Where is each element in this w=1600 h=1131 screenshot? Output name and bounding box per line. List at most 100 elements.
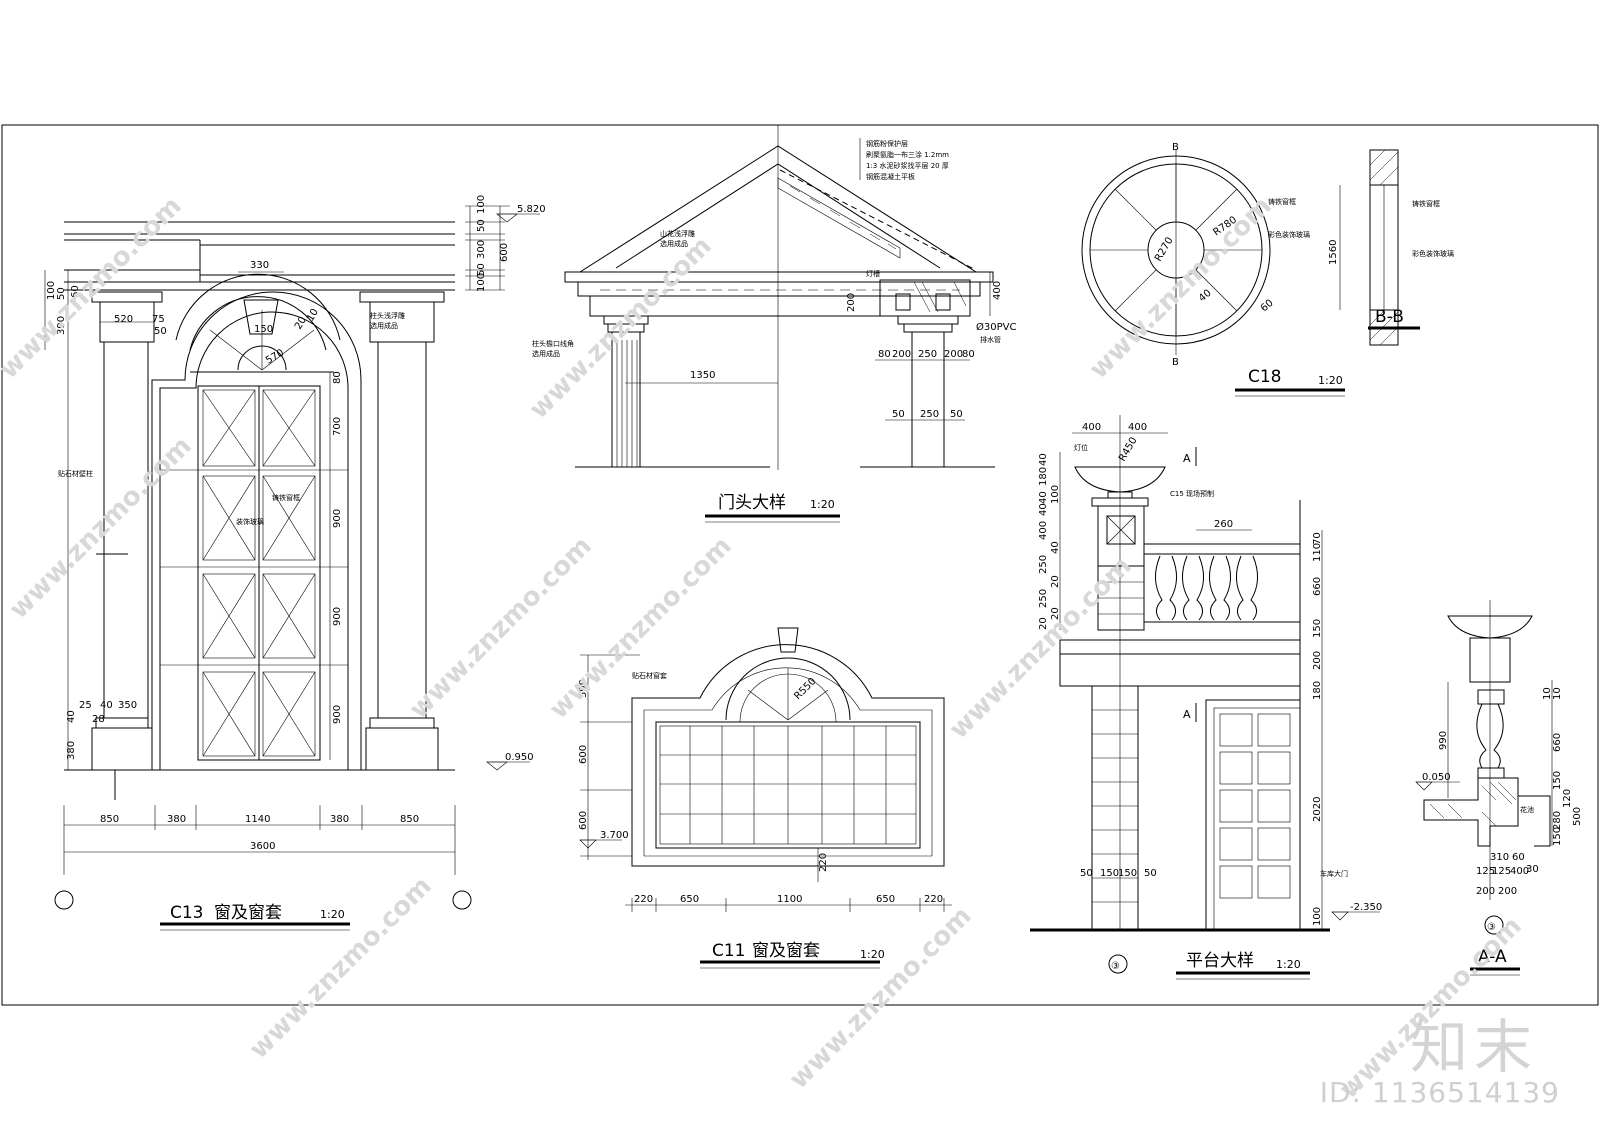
c13-right-dim-5: 100 (476, 273, 487, 292)
c13-col-dim-2: 75 (152, 314, 165, 325)
doorhead-note-5: 山花浅浮雕 (660, 229, 695, 238)
aa-elevation: 0.050 (1422, 772, 1451, 783)
platform-left-dim-2: 180 (1038, 467, 1049, 486)
c13-note-5: 装饰玻璃 (236, 517, 264, 526)
c13-left-dim-4: 390 (56, 316, 67, 335)
c18-inner-radius: R270 (1153, 235, 1176, 263)
c11-bottom-dim-2: 650 (680, 894, 699, 905)
doorhead-note-6: 选用成品 (660, 239, 688, 248)
c13-elevation-top: 5.820 (517, 204, 546, 215)
c18-note-1: 铸铁窗框 (1268, 197, 1296, 206)
doorhead-dim-5: 200 (892, 349, 911, 360)
watermark-brand: 知末 (1409, 1013, 1538, 1081)
watermark-text: www.znzmo.com (4, 431, 198, 625)
aa-bottom-dim-6: 400 (1510, 866, 1529, 877)
platform-note-1: 灯位 (1074, 443, 1088, 452)
aa-bottom-dim-8: 200 (1498, 886, 1517, 897)
aa-bottom-dim-4: 125 (1476, 866, 1495, 877)
c11-left-dim-3: 600 (578, 811, 589, 830)
c18-title: C18 (1248, 367, 1282, 387)
platform-right-dim-1: 70 (1312, 532, 1323, 545)
doorhead-note-7: 灯槽 (866, 269, 880, 278)
doorhead-note-2: 刷聚氨脂一布三涂 1.2mm (866, 150, 949, 159)
platform-radius: R450 (1117, 435, 1140, 463)
c13-bottom-dim-5: 850 (400, 814, 419, 825)
doorhead-dim-9: 50 (892, 409, 905, 420)
platform-left-dim-12: 20 (1038, 617, 1049, 630)
platform-left-dim-4: 100 (1050, 485, 1061, 504)
drawing-frame (1, 124, 1599, 1006)
platform-note-3: 车库大门 (1320, 869, 1348, 878)
platform-left-dim-1: 40 (1038, 453, 1049, 466)
aa-right-dim-6: 280 (1552, 811, 1563, 830)
c11-bottom-dim-4: 650 (876, 894, 895, 905)
doorhead-title: 门头大样 (718, 493, 786, 513)
watermark-text: www.znzmo.com (1084, 191, 1278, 385)
watermark-id: ID: 1136514139 (1319, 1076, 1560, 1109)
aa-right-dim-8: 150 (1552, 827, 1563, 846)
aa-title: A-A (1478, 947, 1507, 967)
c13-right-dim-3: 300 (476, 240, 487, 259)
doorhead-dim-6: 250 (918, 349, 937, 360)
c13-base-dim-2: 40 (100, 700, 113, 711)
c13-keystone-width: 330 (250, 260, 269, 271)
doorhead-dim-10: 250 (920, 409, 939, 420)
platform-drawing: A A 400 400 R450 灯位 C15 现场预制 车库大门 260 40… (1030, 415, 1382, 980)
c13-arch-dim-2: 570 (264, 348, 286, 367)
platform-right-dim-6: 180 (1312, 681, 1323, 700)
doorhead-dim-11: 50 (950, 409, 963, 420)
c13-right-dim-2: 50 (476, 219, 487, 232)
aa-bottom-dim-3: 30 (1526, 864, 1539, 875)
platform-left-dim-11: 20 (1050, 607, 1061, 620)
c13-window-dim-1: 80 (332, 371, 343, 384)
c13-scale: 1:20 (320, 908, 345, 921)
c13-col-dim-3: 50 (154, 326, 167, 337)
c11-left-dim-2: 600 (578, 745, 589, 764)
c13-note-3: 贴石材壁柱 (58, 469, 93, 478)
doorhead-note-4: 钢筋混凝土平板 (866, 172, 915, 181)
platform-left-dim-6: 400 (1038, 521, 1049, 540)
platform-bottom-dim-1: 50 (1080, 868, 1093, 879)
c13-left-dim-5: 40 (66, 710, 77, 723)
aa-section-drawing: 花池 0.050 990 10 10 660 150 120 280 500 1… (1415, 600, 1583, 976)
c18-section-mark-bottom: B (1172, 357, 1179, 368)
aa-right-dim-4: 150 (1552, 771, 1563, 790)
c11-bottom-dim-5: 220 (924, 894, 943, 905)
aa-right-dim-3: 660 (1552, 733, 1563, 752)
c13-bottom-dim-4: 380 (330, 814, 349, 825)
platform-section-mark-top: A (1183, 452, 1191, 465)
c13-window-drawing: 100 50 300 50 100 600 5.820 0.950 100 50… (44, 195, 546, 931)
c13-left-dim-1: 100 (46, 281, 57, 300)
c13-note-2: 选用成品 (370, 321, 398, 330)
platform-right-dim-3: 660 (1312, 577, 1323, 596)
c13-base-dim-3: 350 (118, 700, 137, 711)
c18-scale: 1:20 (1318, 374, 1343, 387)
c13-window-dim-2: 700 (332, 417, 343, 436)
c18-dim-2: 60 (1259, 298, 1276, 315)
platform-right-dim-7: 2020 (1312, 797, 1323, 822)
c13-note-1: 柱头浅浮雕 (370, 311, 405, 320)
platform-left-dim-9: 20 (1050, 575, 1061, 588)
doorhead-dim-3: 400 (992, 281, 1003, 300)
watermark-text: www.znzmo.com (784, 901, 978, 1095)
platform-left-dim-7: 40 (1050, 541, 1061, 554)
c13-bottom-dim-2: 380 (167, 814, 186, 825)
c13-window-dim-4: 900 (332, 607, 343, 626)
aa-bottom-dim-5: 125 (1492, 866, 1511, 877)
c11-subtitle: 窗及窗套 (752, 941, 820, 961)
doorhead-note-3: 1:3 水泥砂浆找平层 20 厚 (866, 161, 949, 170)
doorhead-scale: 1:20 (810, 498, 835, 511)
aa-bottom-dim-2: 60 (1512, 852, 1525, 863)
platform-left-dim-10: 250 (1038, 589, 1049, 608)
doorhead-note-8: 柱头檐口线角 (532, 339, 574, 348)
c13-note-4: 铸铁窗框 (272, 493, 300, 502)
c11-radius: R550 (792, 676, 818, 702)
c13-bottom-dim-3: 1140 (245, 814, 270, 825)
c18-drawing: B B R780 R270 40 60 铸铁窗框 彩色装饰玻璃 1560 铸 (1081, 142, 1454, 397)
platform-left-dim-3: 40 (1038, 491, 1049, 504)
platform-axis: ③ (1111, 961, 1120, 972)
c18-note-2: 彩色装饰玻璃 (1268, 230, 1310, 239)
platform-title: 平台大样 (1186, 951, 1254, 971)
c13-title: C13 (170, 903, 204, 923)
